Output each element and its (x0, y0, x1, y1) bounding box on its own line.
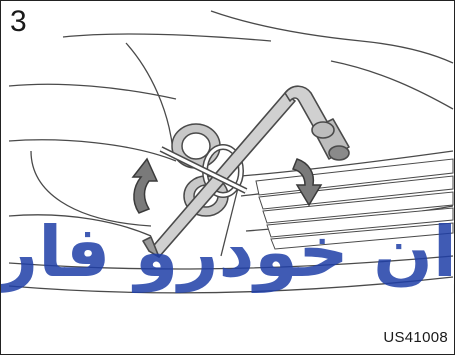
figure-code: US41008 (383, 329, 448, 346)
watermark: ایران خودرو فارس (1, 211, 455, 293)
step-number: 3 (10, 7, 27, 37)
svg-text:ایران خودرو فارس: ایران خودرو فارس (1, 211, 455, 293)
rotation-arrow-up (133, 159, 157, 213)
